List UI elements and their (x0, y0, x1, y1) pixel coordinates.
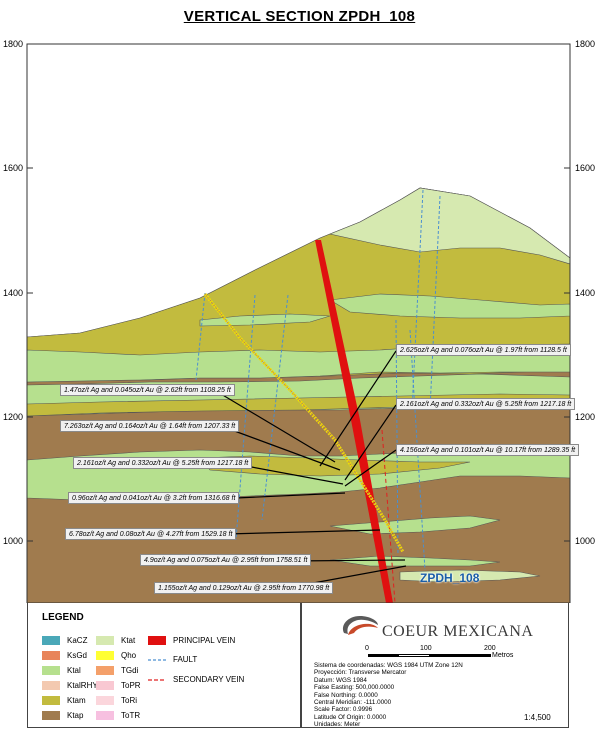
drillhole-label: ZPDH_108 (420, 571, 480, 585)
elev-right-1400: 1400 (575, 288, 596, 298)
company-name: COEUR MEXICANA (382, 623, 534, 640)
assay-label: 1.155oz/t Ag and 0.129oz/t Au @ 2.95ft f… (154, 582, 334, 594)
scale-tick-0: 0 (365, 645, 369, 652)
legend-item-secondary-vein: SECONDARY VEIN (148, 675, 245, 684)
fault-lines (195, 189, 441, 571)
legend-title: LEGEND (42, 612, 84, 623)
scale-tick-200: 200 (484, 645, 496, 652)
elev-right-1200: 1200 (575, 412, 596, 422)
scale-unit: Metros (492, 652, 514, 659)
unit-ktat-cap (328, 187, 570, 265)
elev-left-1000: 1000 (3, 536, 24, 546)
assay-label: 4.156oz/t Ag and 0.101oz/t Au @ 10.17ft … (396, 444, 580, 456)
drillhole-trace (203, 293, 405, 553)
unit-ktat-strip (399, 569, 541, 583)
assay-label: 2.625oz/t Ag and 0.076oz/t Au @ 1.97ft f… (396, 344, 571, 356)
assay-label: 0.96oz/t Ag and 0.041oz/t Au @ 3.2ft fro… (68, 492, 240, 504)
principal-vein-line (315, 240, 393, 603)
projection-info: Sistema de coordenadas: WGS 1984 UTM Zon… (314, 662, 463, 729)
assay-label: 7.263oz/t Ag and 0.164oz/t Au @ 1.64ft f… (60, 420, 240, 432)
section-frame (26, 43, 571, 603)
elev-left-1400: 1400 (3, 288, 24, 298)
assay-label: 2.161oz/t Ag and 0.332oz/t Au @ 5.25ft f… (73, 457, 253, 469)
legend-item-principal-vein: PRINCIPAL VEIN (148, 636, 298, 646)
unit-ktal-lens-4 (329, 555, 501, 567)
unit-ktal-lens-1 (199, 313, 331, 327)
elev-right-1600: 1600 (575, 163, 596, 173)
company-logo-icon (342, 616, 378, 635)
assay-label: 6.78oz/t Ag and 0.08oz/t Au @ 4.27ft fro… (65, 528, 237, 540)
scale-bar (368, 654, 491, 657)
elevation-ticks (27, 43, 570, 542)
elev-left-1600: 1600 (3, 163, 24, 173)
assay-label: 2.161oz/t Ag and 0.332oz/t Au @ 5.25ft f… (396, 398, 576, 410)
assay-label: 4.9oz/t Ag and 0.075oz/t Au @ 2.95ft fro… (140, 554, 312, 566)
scale-tick-100: 100 (420, 645, 432, 652)
elev-left-1200: 1200 (3, 412, 24, 422)
elev-left-1800: 1800 (3, 39, 24, 49)
unit-ktal-lens-2 (329, 293, 570, 319)
map-info-panel: COEUR MEXICANA 0 100 200 Metros Sistema … (301, 603, 569, 728)
elev-right-1800: 1800 (575, 39, 596, 49)
elev-right-1000: 1000 (575, 536, 596, 546)
section-title: VERTICAL SECTION ZPDH_108 (183, 8, 416, 25)
legend-panel: LEGEND KaCZ KsGd Ktal KtalRHY Ktam Ktap … (27, 603, 301, 728)
assay-label: 1.47oz/t Ag and 0.045oz/t Au @ 2.62ft fr… (60, 384, 235, 396)
scale-ratio: 1:4,500 (524, 713, 551, 722)
cross-section-diagram (26, 43, 571, 603)
legend-item-fault: FAULT (148, 655, 198, 664)
